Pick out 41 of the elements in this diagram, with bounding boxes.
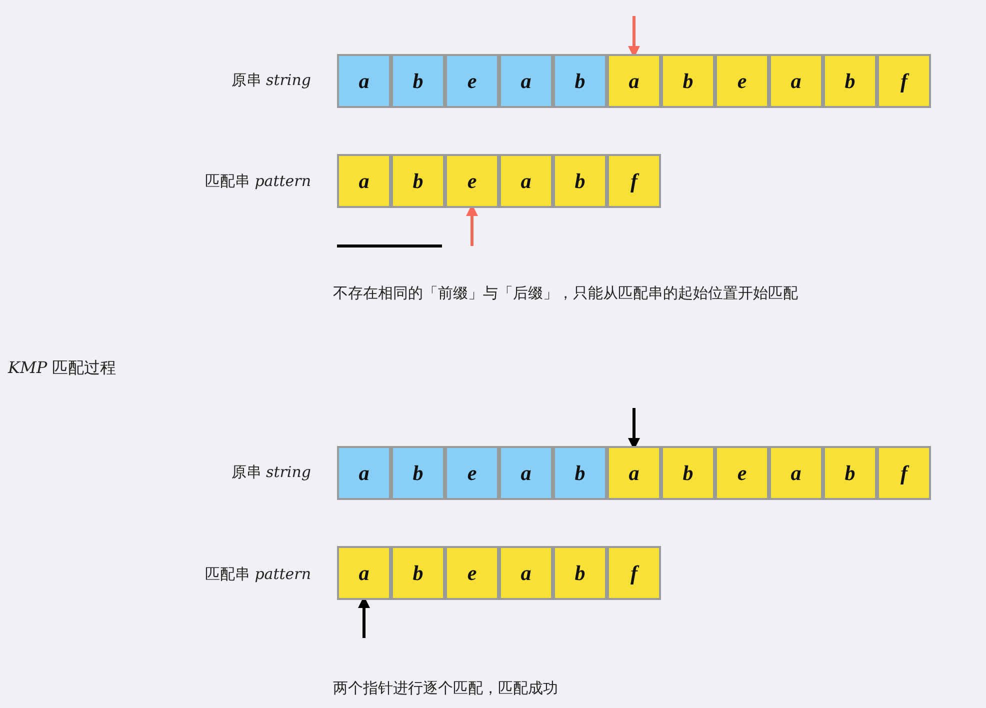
character-cell: f bbox=[877, 54, 931, 108]
character-cell: a bbox=[769, 54, 823, 108]
character-cell: a bbox=[499, 446, 553, 500]
character-cell: a bbox=[607, 54, 661, 108]
character-cell: f bbox=[607, 154, 661, 208]
character-cell: f bbox=[877, 446, 931, 500]
character-cell: a bbox=[499, 54, 553, 108]
character-cell: b bbox=[553, 446, 607, 500]
character-cell: b bbox=[823, 54, 877, 108]
character-cell: b bbox=[661, 54, 715, 108]
character-cell: a bbox=[769, 446, 823, 500]
character-cell: b bbox=[553, 546, 607, 600]
diagram-title: KMP 匹配过程 bbox=[8, 358, 116, 379]
character-cell: a bbox=[337, 154, 391, 208]
character-cell: b bbox=[661, 446, 715, 500]
character-cell: f bbox=[607, 546, 661, 600]
character-cell: a bbox=[337, 446, 391, 500]
character-cell: a bbox=[337, 546, 391, 600]
character-cell: e bbox=[715, 446, 769, 500]
character-cell: e bbox=[445, 546, 499, 600]
caption-text: 两个指针进行逐个匹配，匹配成功 bbox=[333, 679, 558, 698]
character-cell: e bbox=[445, 54, 499, 108]
character-cell: e bbox=[445, 154, 499, 208]
character-cell: b bbox=[391, 546, 445, 600]
character-cell: b bbox=[391, 446, 445, 500]
character-cell: a bbox=[337, 54, 391, 108]
character-cell: b bbox=[823, 446, 877, 500]
row-label: 匹配串 pattern bbox=[204, 172, 311, 191]
row-label: 匹配串 pattern bbox=[204, 565, 311, 584]
character-cell: b bbox=[391, 154, 445, 208]
row-label: 原串 string bbox=[231, 71, 311, 90]
character-cell: a bbox=[499, 546, 553, 600]
character-cell: e bbox=[445, 446, 499, 500]
character-cell: a bbox=[499, 154, 553, 208]
character-cell: b bbox=[391, 54, 445, 108]
caption-text: 不存在相同的「前缀」与「后缀」，只能从匹配串的起始位置开始匹配 bbox=[333, 284, 798, 303]
character-cell: b bbox=[553, 154, 607, 208]
character-cell: b bbox=[553, 54, 607, 108]
character-cell: a bbox=[607, 446, 661, 500]
character-cell: e bbox=[715, 54, 769, 108]
row-label: 原串 string bbox=[231, 463, 311, 482]
